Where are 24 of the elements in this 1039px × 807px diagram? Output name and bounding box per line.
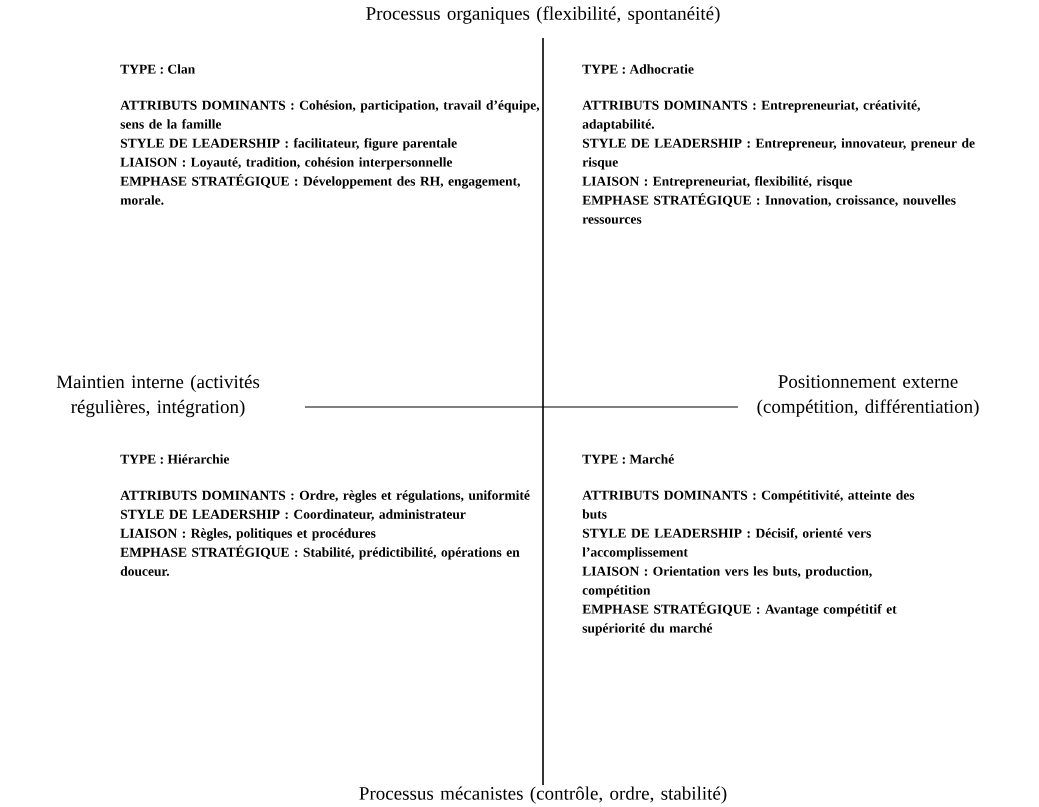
quadrant-text: EMPHASE STRATÉGIQUE : Stabilité, prédictibilité, opérations en douceur. (120, 545, 520, 576)
quadrant-text: EMPHASE STRATÉGIQUE : Développement des RH, engagement, morale. (120, 174, 520, 205)
quadrant-text: LIAISON : Orientation vers les buts, production, compétition (582, 566, 872, 598)
quadrant-text: LIAISON : Loyauté, tradition, cohésion interpersonnelle (120, 157, 453, 170)
quadrant-text: ATTRIBUTS DOMINANTS : Compétitivité, atteinte des buts (582, 490, 915, 519)
axis-pole-label: Processus organiques (flexibilité, spontanéité) (366, 6, 720, 24)
quadrant-type: TYPE : Hiérarchie (120, 454, 230, 464)
quadrant-text: STYLE DE LEADERSHIP : Coordinateur, administrateur (120, 509, 466, 521)
quadrant-text: ATTRIBUTS DOMINANTS : Entrepreneuriat, créativité, adaptabilité. (582, 100, 920, 132)
quadrant-text: STYLE DE LEADERSHIP : facilitateur, figure parentale (120, 138, 457, 151)
axis-pole-label: Processus mécanistes (contrôle, ordre, stabilité) (359, 786, 727, 804)
quadrant-text: EMPHASE STRATÉGIQUE : Avantage compétitif et supériorité du marché (582, 602, 897, 636)
quadrant-text: EMPHASE STRATÉGIQUE : Innovation, croissance, nouvelles ressources (582, 193, 956, 224)
quadrant-type: TYPE : Clan (120, 64, 195, 74)
quadrant-text: STYLE DE LEADERSHIP : Décisif, orienté vers l’accomplissement (582, 528, 871, 560)
quadrant-text: LIAISON : Entrepreneuriat, flexibilité, risque (582, 176, 853, 189)
quadrant-text: STYLE DE LEADERSHIP : Entrepreneur, innovateur, preneur de risque (582, 138, 975, 170)
quadrant-type: TYPE : Adhocratie (582, 64, 694, 74)
axis-pole-label: Maintien interne (activités régulières, intégration) (56, 374, 260, 418)
quadrant-text: ATTRIBUTS DOMINANTS : Cohésion, participation, travail d’équipe, sens de la famille (120, 100, 540, 129)
axis-pole-label: Positionnement externe (compétition, différentiation) (757, 375, 979, 417)
quadrant-text: ATTRIBUTS DOMINANTS : Ordre, règles et régulations, uniformité (120, 490, 530, 503)
quadrant-type: TYPE : Marché (582, 454, 674, 464)
quadrant-text: LIAISON : Règles, politiques et procédures (120, 528, 376, 541)
